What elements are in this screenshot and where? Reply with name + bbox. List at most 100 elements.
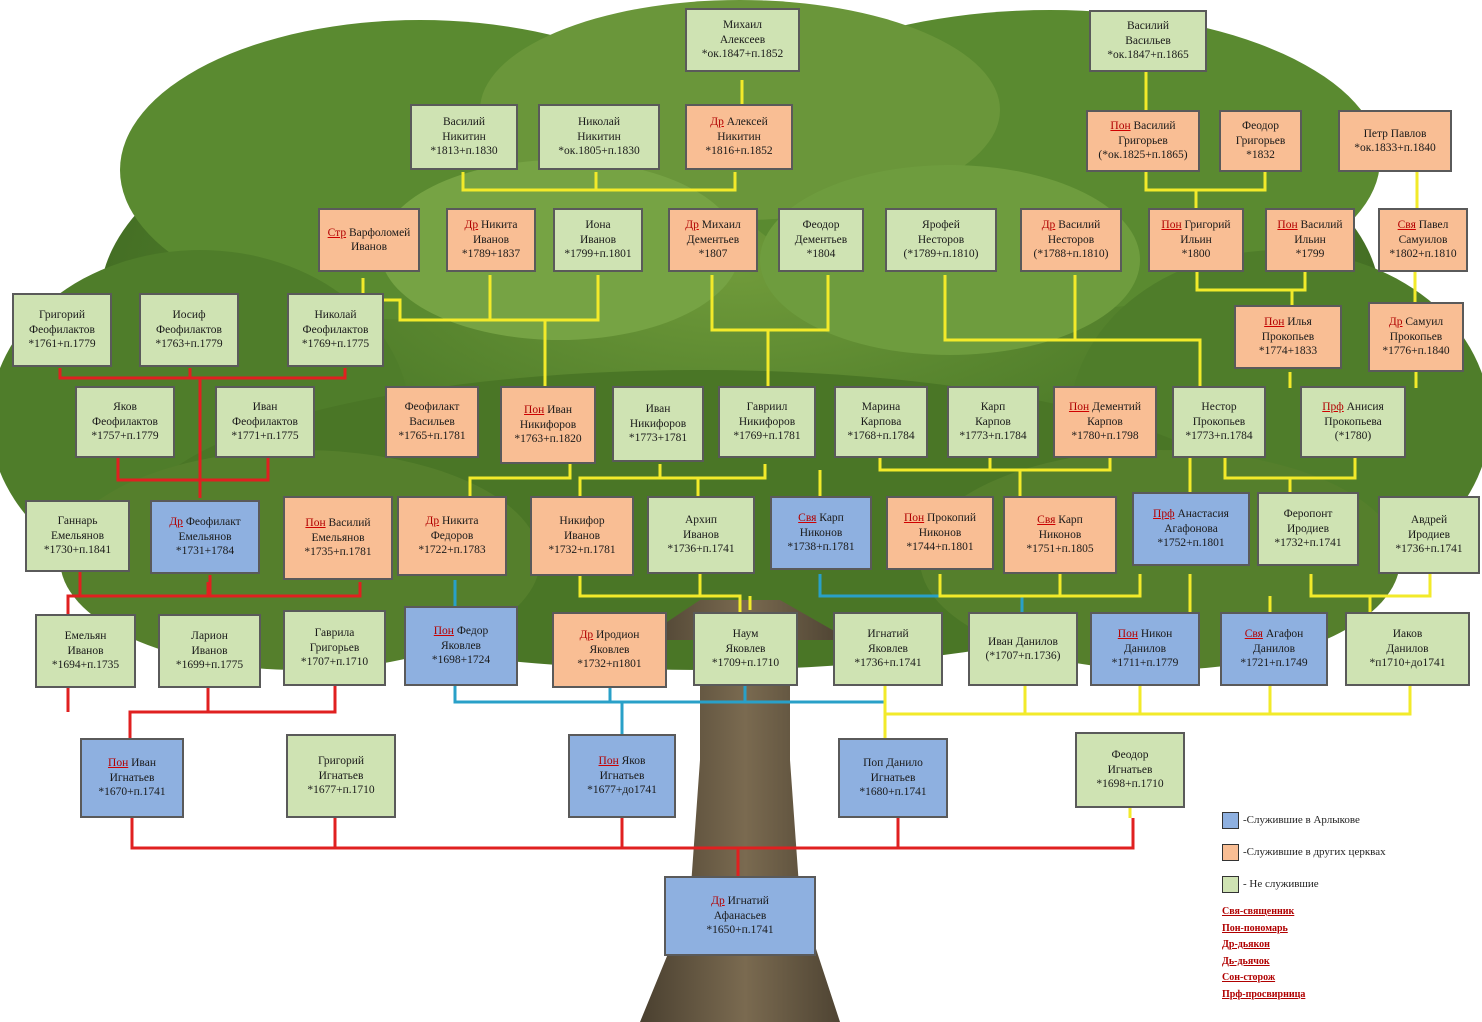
given-name: Ярофей <box>922 219 960 232</box>
given-name: Иван <box>645 403 671 416</box>
person-name: Ярофей <box>922 218 960 232</box>
person-name: Иосиф <box>172 308 205 322</box>
life-dates: *1773+п.1784 <box>959 430 1027 443</box>
person-name: Пон Дементий <box>1069 400 1141 414</box>
patronymic: Афанасьев <box>713 909 767 922</box>
patronymic: Данилов <box>1123 642 1167 655</box>
given-name: Николай <box>577 116 621 129</box>
patronymic: Прокопьев <box>1192 415 1246 428</box>
patronymic: Карпов <box>975 415 1011 428</box>
patronymic: Иванов <box>191 644 228 657</box>
life-dates: *1680+п.1741 <box>859 786 927 799</box>
person-name: Пон Яков <box>599 754 646 768</box>
patronymic: Яковлев <box>868 642 908 655</box>
person-title: Пон <box>1117 628 1138 641</box>
patronymic: Феофилактов <box>92 415 158 428</box>
given-name: Иона <box>585 219 611 232</box>
person-name: Гаврила <box>315 626 355 640</box>
person-name: Петр Павлов <box>1364 127 1427 141</box>
life-dates: *1807 <box>698 248 728 261</box>
given-name: Феодор <box>802 219 840 232</box>
life-dates: *1765+п.1781 <box>398 430 466 443</box>
person-title: Пон <box>598 755 619 768</box>
legend-item: - Не служившие <box>1222 872 1472 896</box>
patronymic: Никонов <box>1038 528 1082 541</box>
given-name: Григорий <box>317 755 365 768</box>
person-name: Свя Карп <box>798 511 844 525</box>
person-name: Пон Иван <box>108 756 156 770</box>
given-name: Игнатий <box>867 628 909 641</box>
life-dates: *1789+1837 <box>461 248 521 261</box>
person-title: Др <box>425 515 440 528</box>
given-name: Григорий <box>38 309 86 322</box>
given-name: Михаил <box>723 19 762 32</box>
given-name: Григорий <box>1184 219 1231 232</box>
person-name: Прф Анастасия <box>1153 507 1229 521</box>
person-name: Феропонт <box>1284 507 1333 521</box>
legend-label: -Служившие в Арлыкове <box>1243 814 1360 826</box>
patronymic: Самуилов <box>1398 233 1448 246</box>
life-dates: *1730+п.1841 <box>43 544 112 557</box>
patronymic: Игнатьев <box>318 769 364 782</box>
patronymic: Григорьев <box>1118 134 1168 147</box>
person-name: Василий <box>1127 19 1169 33</box>
abbr: Дь-дьячок <box>1222 955 1270 967</box>
person-name: Др Игнатий <box>711 894 769 908</box>
person-name: Нестор <box>1201 400 1236 414</box>
legend-abbreviations: Свя-священник Пон-пономарь Др-дьякон Дь-… <box>1222 904 1472 1003</box>
person-name: Свя Павел <box>1398 218 1449 232</box>
patronymic: Иванов <box>579 233 617 246</box>
given-name: Никита <box>481 219 518 232</box>
life-dates: *1670+п.1741 <box>98 786 166 799</box>
person-name: Авдрей <box>1411 513 1447 527</box>
life-dates: *1780+п.1798 <box>1071 430 1139 443</box>
given-name: Архип <box>684 514 718 527</box>
given-name: Василий <box>1133 120 1176 133</box>
life-dates: *1757+п.1779 <box>91 430 159 443</box>
person-card: Петр Павлов*ок.1833+п.1840 <box>1338 110 1452 172</box>
given-name: Ганнарь <box>57 515 98 528</box>
life-dates: *1732+п.1741 <box>1274 537 1342 550</box>
person-title: Др <box>685 219 699 232</box>
patronymic: Емельянов <box>50 529 104 542</box>
given-name: Иван Данилов <box>988 635 1058 648</box>
legend: -Служившие в Арлыкове -Служившие в други… <box>1222 808 1472 1003</box>
life-dates: *1735+п.1781 <box>304 546 372 559</box>
person-name: Прф Анисия <box>1322 400 1384 414</box>
life-dates: *1771+п.1775 <box>231 430 299 443</box>
life-dates: *1677+п.1710 <box>307 784 375 797</box>
given-name: Карп <box>1058 514 1083 527</box>
person-name: Др Алексей <box>710 115 767 129</box>
given-name: Гаврила <box>314 627 355 640</box>
patronymic: Ильин <box>1180 233 1212 246</box>
patronymic: Несторов <box>917 233 965 246</box>
person-name: Василий <box>443 115 485 129</box>
life-dates: *1694+п.1735 <box>51 659 120 672</box>
patronymic: Иродиев <box>1407 528 1450 541</box>
life-dates: *1751+п.1805 <box>1026 543 1094 556</box>
patronymic: Алексеев <box>719 33 766 46</box>
person-title: Др <box>169 516 183 529</box>
given-name: Никифор <box>559 515 605 528</box>
patronymic: Феофилактов <box>29 323 95 336</box>
person-title: Пон <box>1277 219 1298 232</box>
given-name: Игнатий <box>727 895 769 908</box>
patronymic: Карпова <box>860 415 902 428</box>
life-dates: *1744+п.1801 <box>906 541 974 554</box>
person-title: Прф <box>1322 401 1344 414</box>
life-dates: *1774+1833 <box>1258 345 1318 358</box>
person-name: Яков <box>113 400 137 414</box>
life-dates: (*1707+п.1736) <box>985 650 1061 662</box>
